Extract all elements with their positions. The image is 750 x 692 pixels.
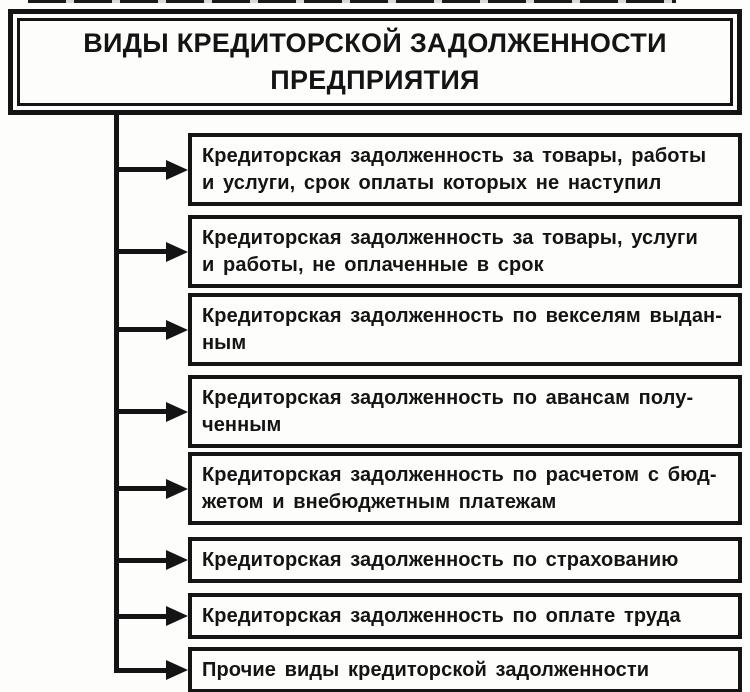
diagram-row: Кредиторская задолженность за товары, ра… xyxy=(114,133,742,206)
node-box: Кредиторская задолженность по страховани… xyxy=(188,537,742,583)
title-box: ВИДЫ КРЕДИТОРСКОЙ ЗАДОЛЖЕННОСТИ ПРЕДПРИЯ… xyxy=(8,9,742,115)
arrow-right-icon xyxy=(114,133,188,206)
node-label: Кредиторская задолженность по оплате тру… xyxy=(202,605,681,627)
node-label: Кредиторская задолженность по страховани… xyxy=(202,549,679,571)
node-label: Прочие виды кредиторской задолженности xyxy=(202,659,650,681)
diagram-row: Кредиторская задолженность за товары, ус… xyxy=(114,215,742,288)
arrow-right-icon xyxy=(114,215,188,288)
node-box: Кредиторская задолженность по векселям в… xyxy=(188,293,742,366)
arrow-right-icon xyxy=(114,293,188,366)
arrow-head-icon xyxy=(166,241,188,262)
arrow-shaft xyxy=(114,613,166,619)
arrow-right-icon xyxy=(114,537,188,583)
diagram-row: Кредиторская задолженность по страховани… xyxy=(114,537,742,583)
arrow-shaft xyxy=(114,249,166,254)
title-box-inner-frame: ВИДЫ КРЕДИТОРСКОЙ ЗАДОЛЖЕННОСТИ ПРЕДПРИЯ… xyxy=(17,18,733,106)
arrow-shaft xyxy=(114,557,166,563)
diagram-row: Кредиторская задолженность по авансам по… xyxy=(114,375,742,448)
node-label: Кредиторская задолженность за товары, ра… xyxy=(202,145,707,194)
arrow-head-icon xyxy=(166,550,188,570)
diagram-row: Кредиторская задолженность по оплате тру… xyxy=(114,593,742,639)
arrow-head-icon xyxy=(166,319,188,340)
node-box: Кредиторская задолженность по оплате тру… xyxy=(188,593,742,639)
arrow-head-icon xyxy=(166,159,188,180)
scan-artifact-line xyxy=(28,0,676,3)
arrow-right-icon xyxy=(114,647,188,692)
arrow-shaft xyxy=(114,409,166,414)
arrow-right-icon xyxy=(114,452,188,525)
node-label: Кредиторская задолженность за товары, ус… xyxy=(202,227,698,276)
node-label: Кредиторская задолженность по расчетом с… xyxy=(202,464,717,513)
diagram-row: Кредиторская задолженность по расчетом с… xyxy=(114,452,742,525)
node-label: Кредиторская задолженность по векселям в… xyxy=(202,305,722,354)
arrow-head-icon xyxy=(166,401,188,422)
arrow-right-icon xyxy=(114,593,188,639)
node-box: Кредиторская задолженность за товары, ус… xyxy=(188,215,742,288)
connector-trunk-line xyxy=(114,113,119,672)
diagram-row: Прочие виды кредиторской задолженности xyxy=(114,647,742,692)
arrow-right-icon xyxy=(114,375,188,448)
arrow-head-icon xyxy=(166,660,188,680)
diagram-row: Кредиторская задолженность по векселям в… xyxy=(114,293,742,366)
node-box: Кредиторская задолженность за товары, ра… xyxy=(188,133,742,206)
diagram-title: ВИДЫ КРЕДИТОРСКОЙ ЗАДОЛЖЕННОСТИ ПРЕДПРИЯ… xyxy=(83,28,667,95)
node-box: Прочие виды кредиторской задолженности xyxy=(188,647,742,692)
arrow-head-icon xyxy=(166,606,188,626)
node-box: Кредиторская задолженность по расчетом с… xyxy=(188,452,742,525)
arrow-head-icon xyxy=(166,478,188,499)
arrow-shaft xyxy=(114,667,166,673)
node-label: Кредиторская задолженность по авансам по… xyxy=(202,387,694,436)
node-box: Кредиторская задолженность по авансам по… xyxy=(188,375,742,448)
arrow-shaft xyxy=(114,327,166,332)
arrow-shaft xyxy=(114,486,166,491)
arrow-shaft xyxy=(114,167,166,172)
